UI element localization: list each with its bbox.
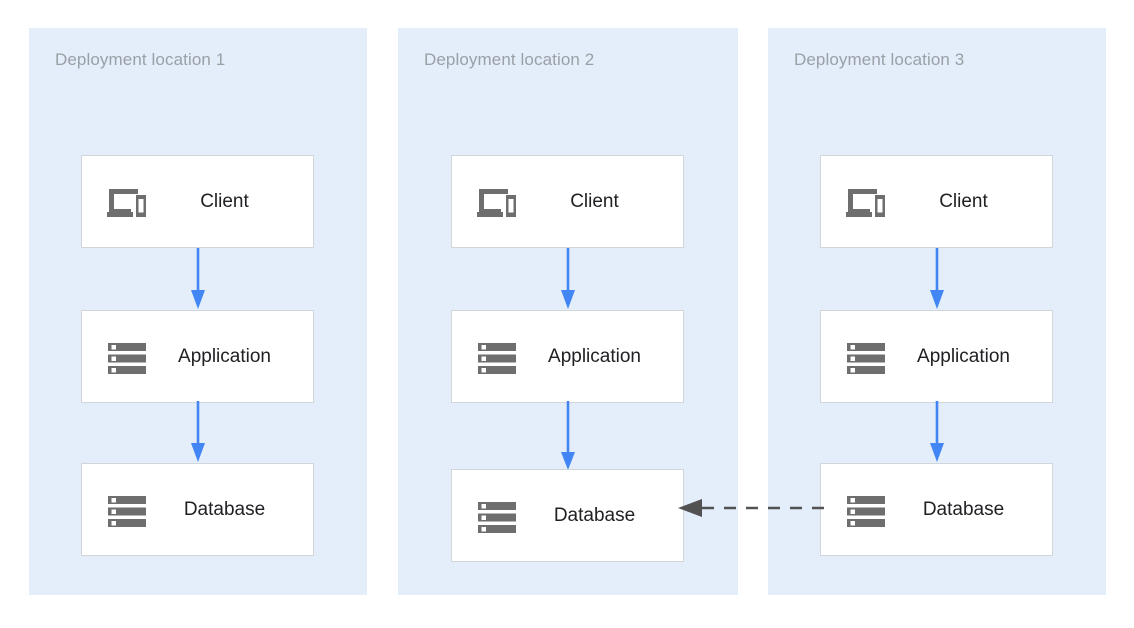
node-client-1[interactable]: Client xyxy=(81,155,314,248)
node-database-2[interactable]: Database xyxy=(451,469,684,562)
server-icon xyxy=(474,334,520,380)
node-application-2-label: Application xyxy=(548,345,641,367)
node-client-2-label: Client xyxy=(570,190,619,212)
server-icon xyxy=(104,487,150,533)
node-database-2-label: Database xyxy=(553,504,636,526)
arrow-client-1-to-application-1 xyxy=(190,248,206,310)
node-application-3[interactable]: Application xyxy=(820,310,1053,403)
node-database-3-label: Database xyxy=(922,498,1005,520)
arrow-application-3-to-database-3 xyxy=(929,401,945,463)
deployment-location-2-title: Deployment location 2 xyxy=(424,50,595,69)
arrow-application-2-to-database-2 xyxy=(560,401,576,471)
node-application-3-label: Application xyxy=(917,345,1010,367)
server-icon xyxy=(843,334,889,380)
server-icon xyxy=(104,334,150,380)
node-client-2[interactable]: Client xyxy=(451,155,684,248)
node-database-1-label: Database xyxy=(183,498,266,520)
deployment-location-3-title: Deployment location 3 xyxy=(794,50,965,69)
node-client-1-label: Client xyxy=(200,190,249,212)
node-application-1[interactable]: Application xyxy=(81,310,314,403)
dashed-arrow-database-3-to-database-2 xyxy=(676,497,824,519)
server-icon xyxy=(843,487,889,533)
server-icon xyxy=(474,493,520,539)
node-application-2[interactable]: Application xyxy=(451,310,684,403)
node-database-3[interactable]: Database xyxy=(820,463,1053,556)
devices-icon xyxy=(104,179,150,225)
devices-icon xyxy=(474,179,520,225)
node-client-3[interactable]: Client xyxy=(820,155,1053,248)
devices-icon xyxy=(843,179,889,225)
deployment-location-1-title: Deployment location 1 xyxy=(55,50,226,69)
arrow-client-3-to-application-3 xyxy=(929,248,945,310)
arrow-client-2-to-application-2 xyxy=(560,248,576,310)
node-client-3-label: Client xyxy=(939,190,988,212)
node-database-1[interactable]: Database xyxy=(81,463,314,556)
node-application-1-label: Application xyxy=(178,345,271,367)
arrow-application-1-to-database-1 xyxy=(190,401,206,463)
